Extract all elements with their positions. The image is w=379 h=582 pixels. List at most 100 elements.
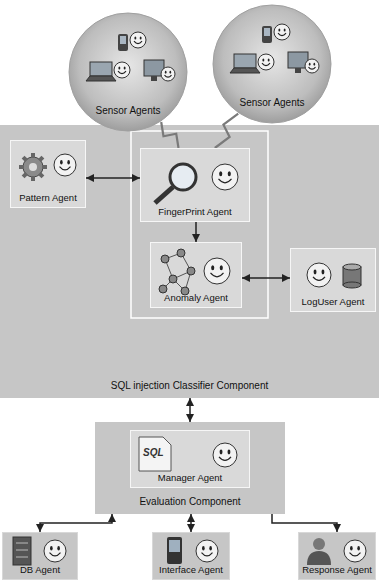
- smiley-face: [114, 62, 130, 78]
- network-node: [161, 255, 169, 263]
- sensor-circle: Sensor Agents: [212, 4, 332, 124]
- agent-box: FingerPrint Agent: [140, 148, 250, 222]
- smiley-face: [161, 67, 175, 81]
- gear-tooth: [19, 165, 24, 169]
- smiley-eye: [309, 63, 311, 66]
- smiley-eye: [209, 546, 212, 550]
- node-label: Anomaly Agent: [164, 293, 228, 304]
- phone-icon: [262, 26, 272, 43]
- smiley-eye: [228, 171, 231, 176]
- smiley-face: [196, 540, 218, 562]
- sensor-disc: [69, 13, 187, 131]
- smiley-mouth: [118, 71, 126, 73]
- node-label: Interface Agent: [159, 565, 223, 576]
- node-label: Pattern Agent: [19, 193, 77, 204]
- smiley-mouth: [202, 553, 213, 556]
- smiley-eye: [211, 265, 214, 270]
- person-head: [313, 538, 325, 550]
- smiley-eye: [57, 546, 60, 550]
- agent-box: Anomaly Agent: [150, 242, 242, 308]
- smiley-mouth: [165, 75, 172, 77]
- gear-tooth: [38, 172, 44, 178]
- gear-tooth: [38, 156, 44, 162]
- sensor-disc: [213, 5, 331, 123]
- smiley-eye: [219, 171, 222, 176]
- smiley-eye: [118, 66, 120, 69]
- magnifier-lens: [170, 164, 196, 190]
- smiley-face: [305, 59, 319, 73]
- smiley-eye: [60, 160, 63, 164]
- smiley-eye: [220, 265, 223, 270]
- laptop-screen: [234, 54, 256, 68]
- agent-box: DB Agent: [2, 532, 78, 580]
- db-bottom: [343, 282, 361, 288]
- smiley-face: [204, 258, 230, 284]
- smiley-eye: [313, 63, 315, 66]
- smiley-mouth: [309, 67, 316, 69]
- network-node: [187, 267, 195, 275]
- evaluation-band-ground: [95, 422, 285, 514]
- smiley-eye: [124, 66, 126, 69]
- smiley-face: [274, 24, 290, 40]
- smiley-mouth: [262, 63, 270, 65]
- smiley-face: [213, 443, 237, 467]
- smiley-mouth: [350, 553, 361, 556]
- smiley-face: [130, 32, 146, 48]
- agent-box: Interface Agent: [152, 532, 230, 580]
- gear-tooth: [42, 165, 47, 169]
- person-body: [307, 551, 331, 565]
- node-label: LogUser Agent: [302, 297, 365, 308]
- smiley-mouth: [211, 273, 224, 277]
- connector: [190, 514, 192, 532]
- connector: [86, 177, 140, 179]
- server-slot: [16, 557, 28, 558]
- gear-tooth: [31, 153, 35, 158]
- smiley-mouth: [219, 179, 232, 183]
- node-label: Response Agent: [302, 565, 372, 576]
- agent-box: Response Agent: [298, 532, 376, 580]
- handheld-screen: [169, 540, 180, 552]
- node-label: Sensor Agents: [239, 97, 304, 109]
- smiley-eye: [357, 546, 360, 550]
- smiley-eye: [140, 36, 142, 39]
- smiley-mouth: [219, 457, 231, 461]
- smiley-face: [212, 164, 238, 190]
- gear-tooth: [22, 156, 28, 162]
- smiley-eye: [284, 28, 286, 31]
- smiley-eye: [322, 270, 325, 275]
- phone-icon: [118, 34, 128, 51]
- server-slot: [16, 543, 28, 544]
- component-band: Evaluation ComponentManager Agent: [95, 422, 285, 514]
- smiley-eye: [165, 71, 167, 74]
- connector: [242, 277, 290, 279]
- connector: [189, 398, 191, 422]
- smiley-eye: [220, 450, 223, 455]
- gear-hub: [29, 163, 37, 171]
- node-label: Manager Agent: [158, 473, 222, 484]
- smiley-eye: [50, 546, 53, 550]
- smiley-eye: [228, 450, 231, 455]
- smiley-face: [307, 263, 331, 287]
- smiley-mouth: [60, 167, 71, 170]
- smiley-eye: [262, 58, 264, 61]
- smiley-eye: [268, 58, 270, 61]
- smiley-eye: [350, 546, 353, 550]
- smiley-mouth: [313, 277, 325, 281]
- group-outline: [131, 131, 268, 318]
- smiley-mouth: [134, 41, 142, 43]
- gear-tooth: [22, 172, 28, 178]
- agent-box: Manager Agent: [130, 430, 250, 488]
- agent-box: Pattern Agent: [10, 140, 86, 208]
- smiley-eye: [202, 546, 205, 550]
- smiley-mouth: [50, 553, 61, 556]
- smiley-eye: [314, 270, 317, 275]
- classifier-band-ground: [0, 125, 379, 398]
- smiley-face: [44, 540, 66, 562]
- server-icon: [13, 537, 31, 565]
- laptop-base: [86, 76, 116, 81]
- smiley-face: [258, 54, 274, 70]
- gear-tooth: [31, 176, 35, 181]
- smiley-eye: [134, 36, 136, 39]
- phone-screen: [264, 28, 270, 36]
